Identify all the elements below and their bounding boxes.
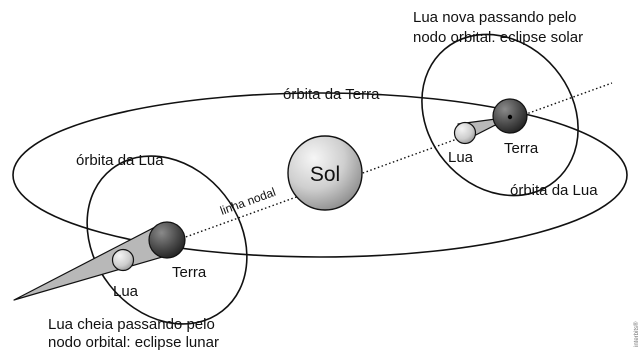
earth-orbit-label: órbita da Terra bbox=[283, 86, 380, 103]
solar-eclipse-caption-line1: Lua nova passando pelo bbox=[413, 9, 576, 26]
credit-watermark: interbits® bbox=[633, 321, 640, 347]
earth-left-label: Terra bbox=[172, 264, 207, 281]
moon-left-icon bbox=[111, 248, 135, 272]
sun-icon bbox=[287, 135, 363, 211]
moon-right-icon bbox=[453, 121, 477, 145]
moon-orbit-left-ellipse bbox=[86, 155, 248, 325]
solar-eclipse-caption-line2: nodo orbital: eclipse solar bbox=[413, 29, 583, 46]
earth-orbit-ellipse bbox=[12, 92, 628, 258]
nodal-line-label: linha nodal bbox=[218, 185, 277, 218]
earth-left-icon bbox=[148, 221, 186, 259]
lunar-eclipse-caption-line2: nodo orbital: eclipse lunar bbox=[48, 334, 219, 351]
lunar-eclipse-caption-line1: Lua cheia passando pelo bbox=[48, 316, 215, 333]
nodal-line bbox=[121, 82, 613, 261]
earth-right-shadow-point bbox=[507, 114, 513, 120]
moon-orbit-left-label: órbita da Lua bbox=[76, 152, 164, 169]
moon-orbit-right-label: órbita da Lua bbox=[510, 182, 598, 199]
moon-orbit-right-ellipse bbox=[421, 33, 579, 197]
earth-right-label: Terra bbox=[504, 140, 539, 157]
moon-left-label: Lua bbox=[113, 283, 139, 300]
moon-right-label: Lua bbox=[448, 149, 474, 166]
sun-label: Sol bbox=[310, 163, 340, 186]
